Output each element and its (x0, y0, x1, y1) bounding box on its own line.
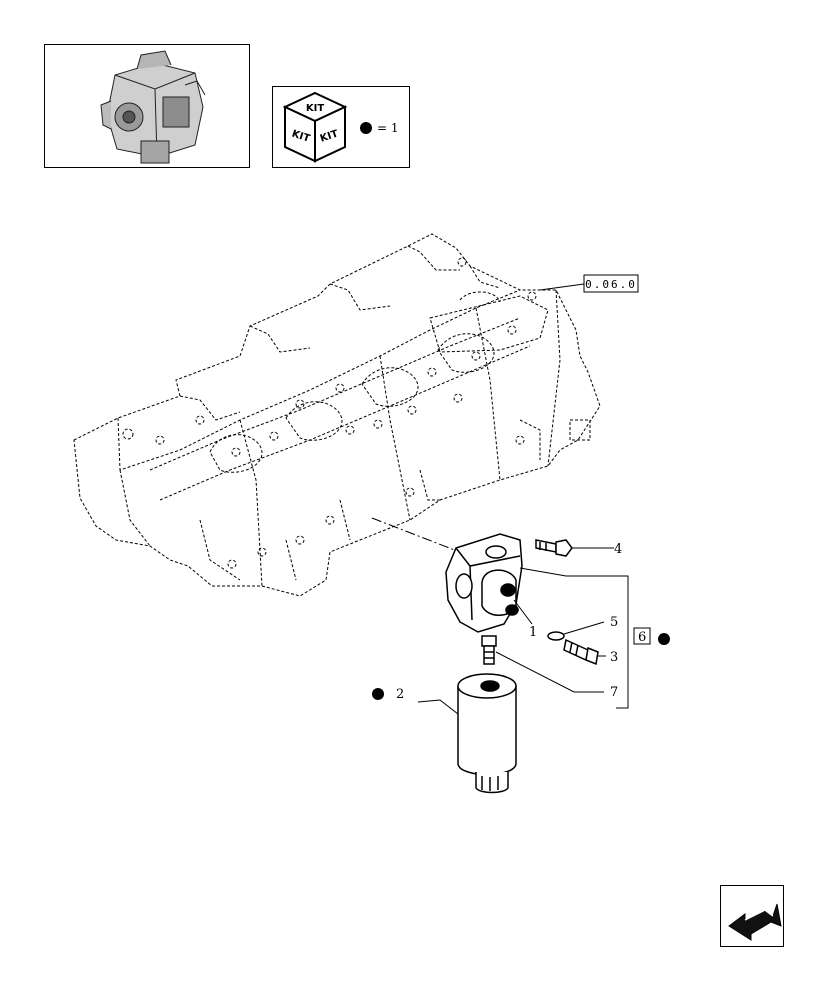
kit-label-left: KIT (290, 129, 311, 145)
kit-legend: KIT KIT KIT = 1 (272, 86, 410, 168)
kit-cube-icon: KIT KIT KIT = 1 (282, 91, 399, 163)
seal-ring (547, 631, 565, 641)
filter-cartridge (457, 673, 517, 794)
callout-2: 2 (396, 687, 404, 702)
kit-dot-icon (372, 688, 384, 700)
engine-thumbnail (44, 44, 250, 168)
plug (563, 638, 599, 666)
cylinder-head-outline (73, 233, 601, 597)
callout-6-box (633, 627, 651, 645)
kit-equals-text: = 1 (377, 121, 399, 135)
reference-box[interactable]: 0.06.0 (539, 274, 639, 293)
leader-lines (417, 547, 629, 715)
next-page-arrow-icon (728, 903, 782, 941)
bolt (535, 539, 573, 557)
filter-support (445, 533, 523, 633)
callout-3: 3 (610, 650, 618, 665)
kit-label-right: KIT (319, 129, 340, 145)
callout-6: 6 (638, 630, 646, 645)
nipple (481, 635, 497, 665)
callout-1: 1 (529, 625, 537, 640)
callout-5: 5 (610, 615, 618, 630)
callout-4: 4 (614, 542, 622, 557)
kit-dot-icon (658, 633, 670, 645)
kit-dot-icon (360, 122, 372, 134)
engine-thumbnail-icon (100, 50, 206, 164)
callout-7: 7 (610, 685, 618, 700)
kit-label-top: KIT (306, 103, 324, 114)
next-page-button[interactable] (720, 885, 784, 947)
reference-label: 0.06.0 (585, 278, 637, 291)
